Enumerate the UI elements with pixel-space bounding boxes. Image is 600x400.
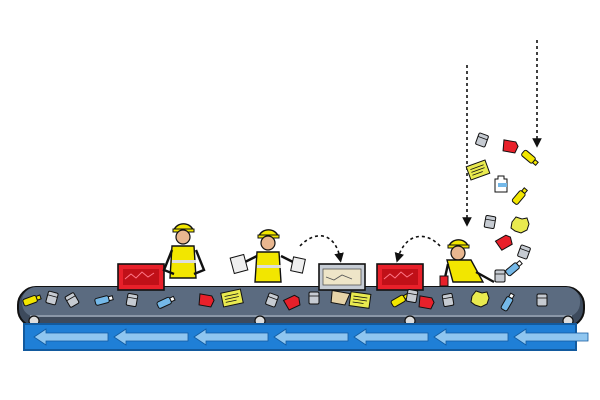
bottle-icon: [94, 295, 114, 306]
worker-figure: [162, 223, 206, 279]
left-arrow-band: [23, 323, 589, 351]
can-icon: [517, 244, 531, 260]
can-icon: [483, 214, 497, 230]
carton-icon: [198, 293, 215, 308]
falling-arrows: [462, 40, 542, 227]
left-arrow-icon: [33, 328, 109, 346]
band-arrows: [33, 328, 589, 346]
can-icon: [405, 288, 419, 304]
belt-top-surface: [22, 287, 580, 317]
jug-icon: [494, 175, 508, 193]
can-icon: [265, 292, 279, 308]
crumpled-paper-icon: [470, 290, 490, 308]
can-icon: [536, 293, 548, 307]
cardboard-scrap-icon: [330, 289, 351, 306]
recyclable-items: [22, 132, 548, 312]
left-arrow-icon: [433, 328, 509, 346]
left-arrow-icon: [193, 328, 269, 346]
left-arrow-icon: [353, 328, 429, 346]
carton-icon: [418, 295, 435, 310]
can-icon: [494, 269, 506, 283]
conveyor-belt: [17, 286, 585, 328]
carton-icon: [282, 294, 301, 311]
curved-dashed-arrow: [394, 235, 441, 263]
sorting-bins: [117, 263, 424, 291]
safety-vest: [446, 259, 485, 283]
newspaper-icon: [220, 288, 244, 308]
red-sorting-bin: [117, 263, 165, 291]
can-icon: [45, 290, 59, 306]
left-arrow-icon: [513, 328, 589, 346]
carton-icon: [502, 139, 519, 154]
can-icon: [441, 292, 455, 308]
can-icon: [125, 292, 139, 308]
workers: [162, 223, 495, 287]
bottle-icon: [500, 292, 515, 312]
bottle-icon: [505, 259, 523, 277]
left-arrow-icon: [113, 328, 189, 346]
carton-icon: [494, 234, 513, 251]
held-red-item: [439, 275, 449, 287]
bottle-icon: [521, 149, 539, 167]
newspaper-icon: [465, 159, 491, 181]
can-icon: [308, 291, 320, 305]
left-arrow-icon: [273, 328, 349, 346]
crumpled-paper-icon: [510, 216, 530, 234]
worker-figure: [439, 239, 495, 287]
bottle-icon: [511, 187, 529, 205]
held-newspaper: [290, 256, 306, 274]
can-icon: [64, 292, 80, 308]
cardboard-sorting-bin: [318, 263, 366, 291]
curved-arrows: [299, 235, 441, 263]
held-newspaper: [229, 253, 249, 275]
can-icon: [475, 132, 489, 148]
newspaper-icon: [348, 291, 372, 309]
bottle-icon: [22, 294, 42, 307]
worker-figure: [229, 229, 306, 283]
curved-dashed-arrow: [299, 235, 344, 263]
bottle-icon: [156, 295, 176, 309]
red-sorting-bin: [376, 263, 424, 291]
